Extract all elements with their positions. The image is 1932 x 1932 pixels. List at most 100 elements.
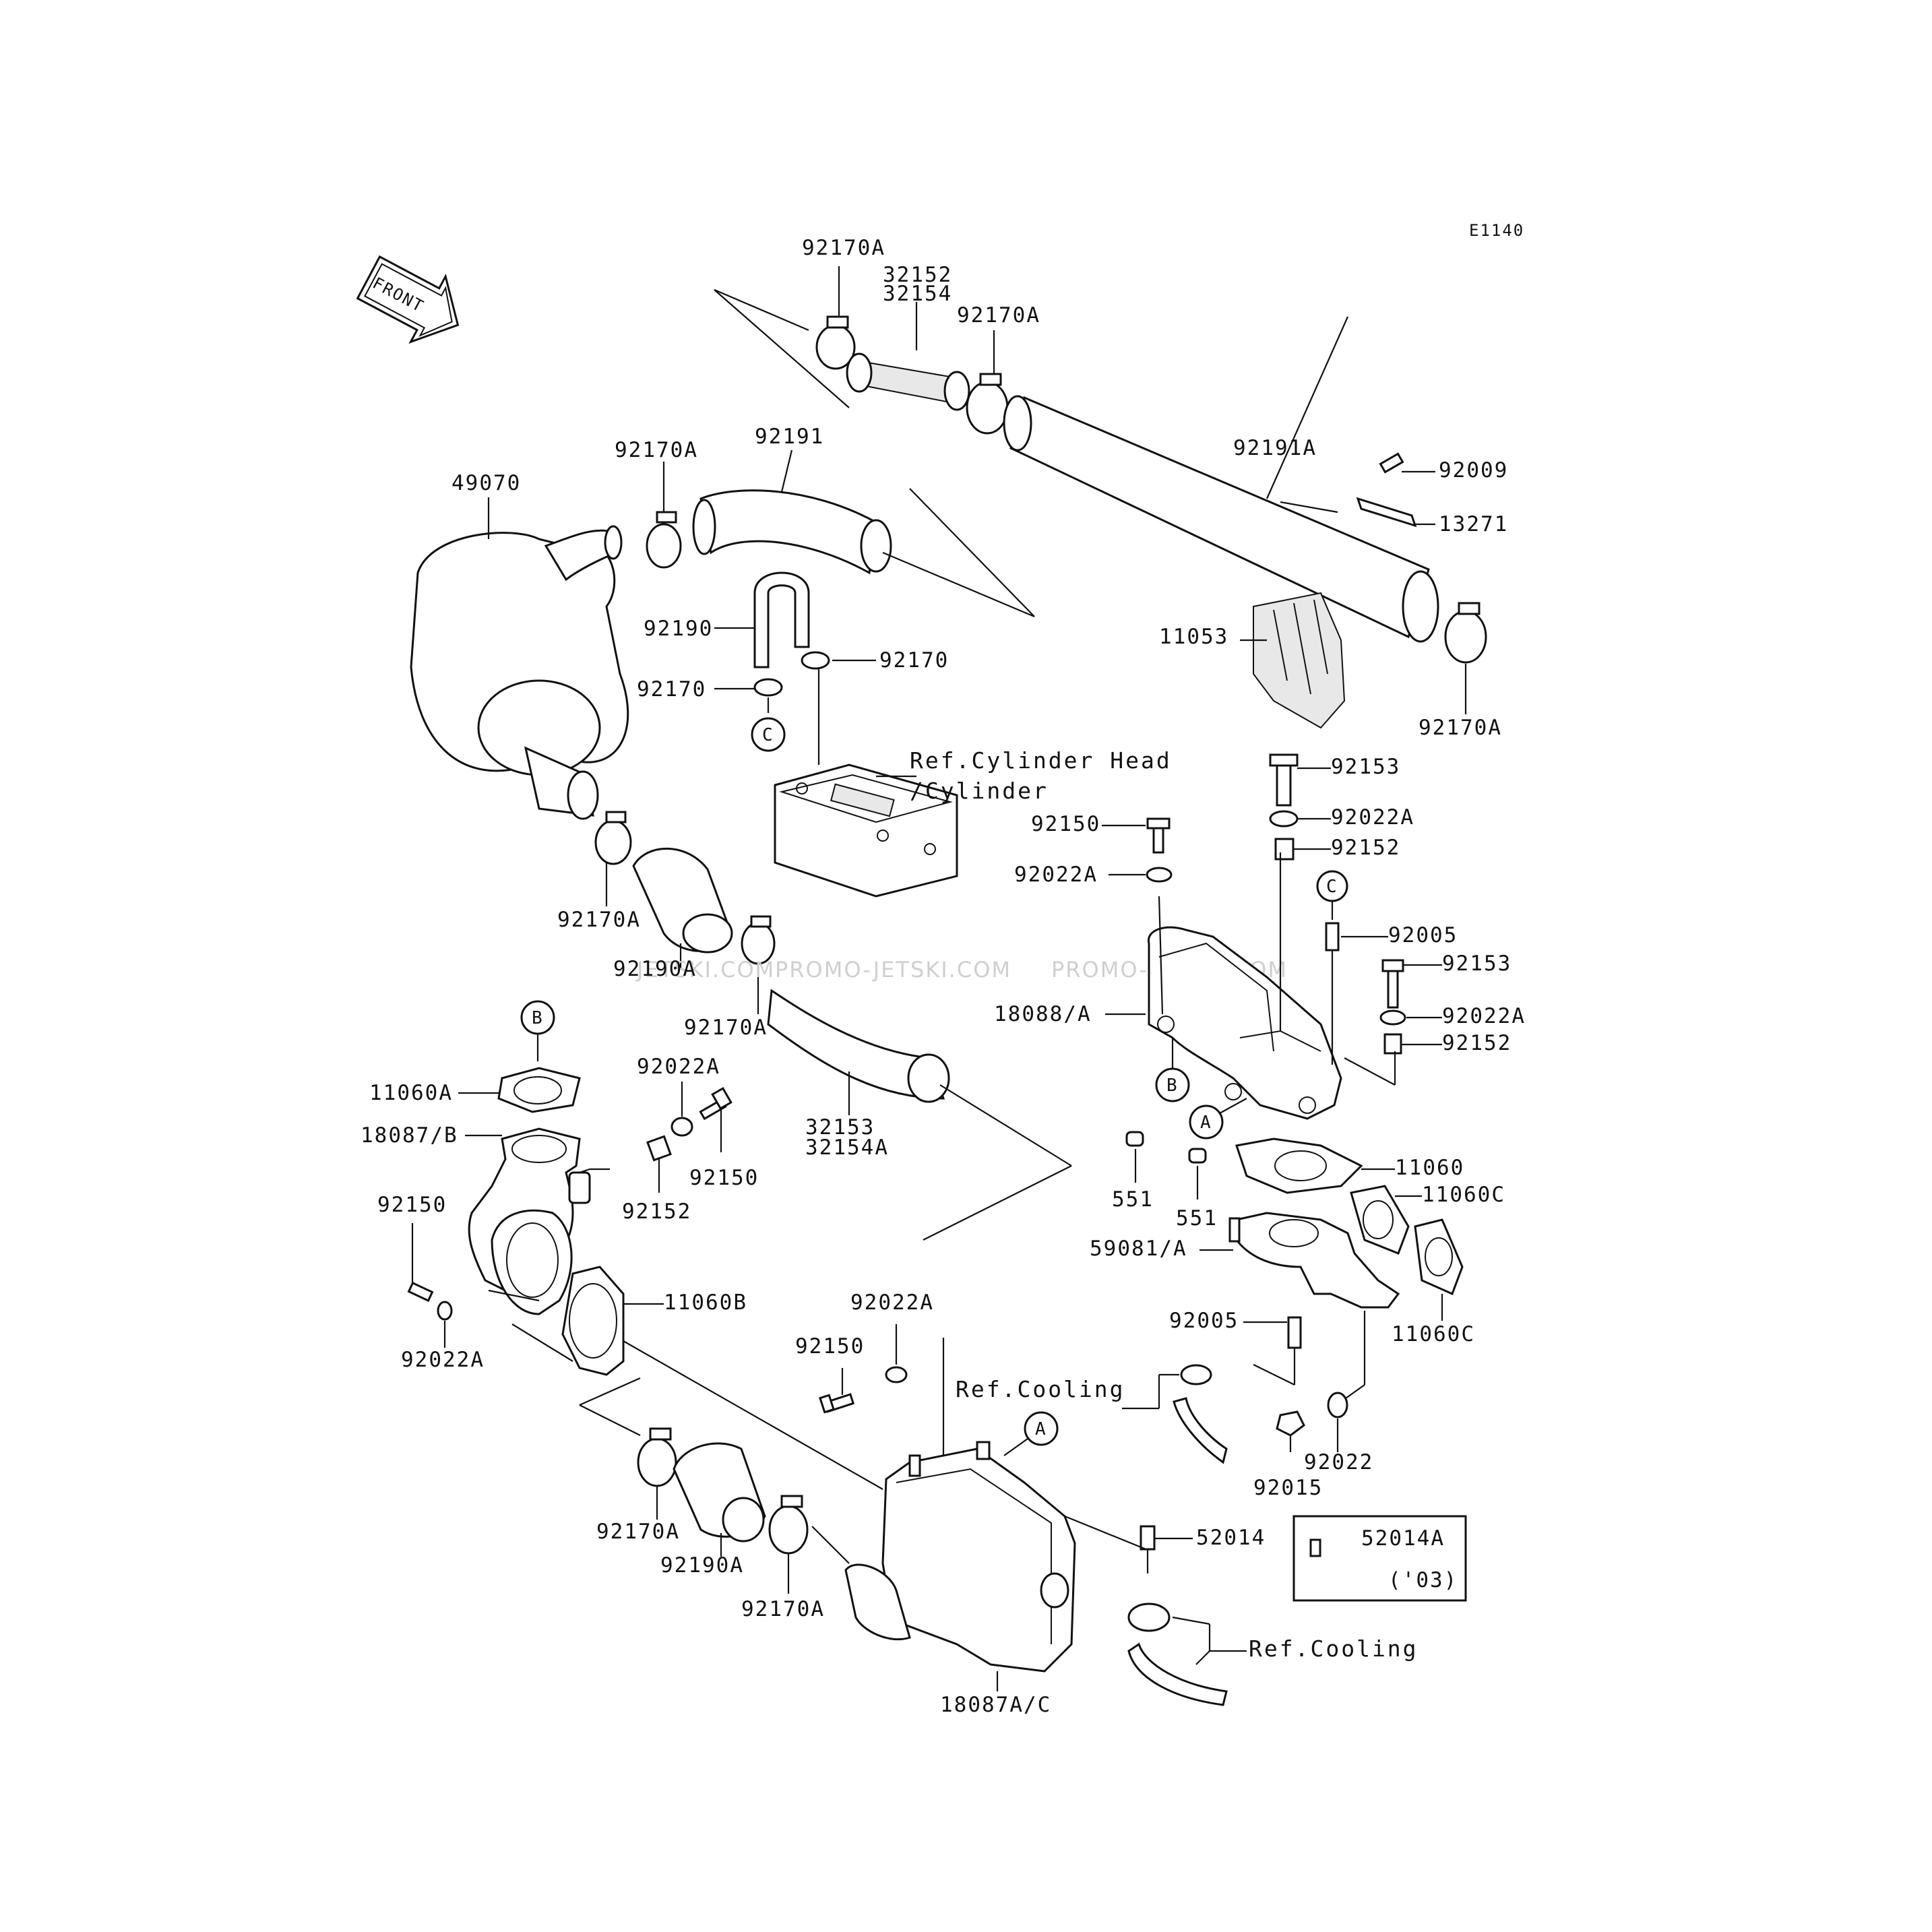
front-arrow-icon: FRONT (356, 255, 460, 344)
label-92170A: 92170A (615, 438, 698, 462)
label-18087A-c: 18087A/C (940, 1693, 1051, 1717)
svg-text:A: A (1200, 1113, 1211, 1133)
label-92170A: 92170A (684, 1016, 768, 1040)
bolt-92150-2 (699, 1087, 733, 1121)
spacer-92152-1 (1274, 838, 1295, 861)
dowel-551-right (1188, 1148, 1207, 1164)
coupler-32152 (846, 352, 970, 411)
exhaust-pipe-92191A (1003, 395, 1439, 643)
callout-b-manifold: B (1155, 1067, 1190, 1102)
cylinder-head (774, 764, 958, 898)
sleeve-92190A-lower (673, 1442, 766, 1543)
label-59081-a: 59081/A (1090, 1237, 1187, 1261)
label-92022: 92022 (1304, 1450, 1373, 1474)
hose-clamp-92170-left (753, 678, 783, 697)
label-92009: 92009 (1439, 458, 1508, 482)
washer-92022A-1 (1146, 867, 1173, 883)
label-92190: 92190 (644, 617, 713, 641)
label-11060C: 11060C (1422, 1183, 1505, 1207)
label-ref-cylinder: /Cylinder (910, 778, 1049, 804)
label-92150: 92150 (795, 1334, 865, 1359)
label-92022A: 92022A (1331, 805, 1414, 830)
muffler-49070 (410, 525, 629, 820)
diagram-code: E1140 (1469, 221, 1524, 240)
svg-text:B: B (1166, 1076, 1177, 1096)
label-18087-b: 18087/B (361, 1123, 458, 1148)
cooling-hose-right (1173, 1364, 1228, 1464)
exhaust-elbow-59081 (1228, 1212, 1400, 1309)
label-92150: 92150 (1031, 812, 1100, 836)
label-92170: 92170 (637, 677, 706, 702)
label-52014: 52014 (1196, 1526, 1266, 1550)
screw-92009 (1379, 452, 1404, 474)
label-32154: 32154 (883, 282, 952, 306)
bracket-13271 (1356, 497, 1417, 528)
bolt-92150-left (407, 1281, 434, 1303)
callout-c-upper: C (751, 717, 786, 752)
label-92022A: 92022A (401, 1348, 485, 1372)
label-year-03: ('03) (1388, 1568, 1458, 1592)
label-551: 551 (1176, 1206, 1218, 1230)
label-92191A: 92191A (1233, 436, 1317, 460)
label-92152: 92152 (622, 1199, 691, 1224)
callout-b-left: B (520, 1000, 555, 1035)
hose-clamp-92170A-5 (594, 811, 632, 865)
label-11060: 11060 (1395, 1156, 1464, 1180)
label-92170A: 92170A (741, 1597, 825, 1621)
gasket-11060B (561, 1266, 625, 1376)
label-92170A: 92170A (1419, 716, 1502, 740)
bolt-92153-upper (1269, 753, 1299, 807)
label-92022A: 92022A (850, 1290, 934, 1315)
label-92190A: 92190A (660, 1553, 744, 1578)
label-92170A: 92170A (596, 1520, 680, 1544)
bend-pipe-92191 (692, 489, 892, 575)
gasket-11060C-2 (1414, 1218, 1464, 1296)
label-92022A: 92022A (1442, 1004, 1526, 1028)
washer-92022A-left (437, 1301, 453, 1321)
label-92170A: 92170A (557, 908, 641, 932)
dowel-551-left (1125, 1131, 1144, 1147)
pipe-32153 (767, 989, 950, 1103)
callout-c-right: C (1316, 870, 1348, 902)
label-92190A: 92190A (613, 957, 697, 981)
label-92150: 92150 (377, 1193, 447, 1217)
flange-ring (491, 1209, 573, 1315)
hose-clamp-top-right (966, 373, 1009, 435)
label-92153: 92153 (1442, 952, 1512, 976)
label-49070: 49070 (451, 471, 521, 495)
gasket-11060A (497, 1067, 581, 1113)
label-32154A: 32154A (805, 1135, 889, 1160)
callout-a-right: A (1189, 1104, 1224, 1140)
water-box-18087AC (844, 1441, 1076, 1673)
nipple-92005-upper (1325, 922, 1340, 952)
washer-92022 (1327, 1392, 1348, 1419)
heat-guard-11053 (1253, 592, 1346, 729)
label-92191: 92191 (755, 425, 824, 449)
label-92015: 92015 (1253, 1476, 1323, 1500)
svg-text:B: B (532, 1008, 542, 1028)
label-52014A: 52014A (1361, 1526, 1445, 1551)
label-13271: 13271 (1439, 512, 1508, 536)
label-11060C: 11060C (1392, 1322, 1475, 1346)
sleeve-92190A-upper (632, 847, 733, 954)
hose-clamp-right (1444, 602, 1487, 664)
watermark-left: JETSKI.COM (635, 957, 775, 983)
plug-92015 (1276, 1410, 1305, 1437)
gasket-11060 (1235, 1138, 1363, 1194)
svg-text:C: C (762, 725, 773, 745)
variant-box-52014A (1292, 1515, 1467, 1602)
label-92153: 92153 (1331, 755, 1400, 779)
hose-clamp-top-left (815, 315, 856, 370)
label-92022A: 92022A (1014, 863, 1098, 887)
label-551: 551 (1112, 1187, 1154, 1212)
part-labels: 92170A 32152 32154 92170A 92191 92170A 4… (361, 236, 1526, 1717)
washer-92022A-4 (671, 1117, 693, 1137)
label-92170A: 92170A (957, 303, 1040, 328)
label-92022A: 92022A (637, 1055, 720, 1079)
hose-clamp-92170A-7 (637, 1427, 677, 1487)
label-92152: 92152 (1331, 836, 1400, 860)
hose-clamp-92170A-6 (741, 915, 776, 965)
fitting-52014 (1140, 1525, 1156, 1551)
label-32153: 32153 (805, 1115, 875, 1140)
